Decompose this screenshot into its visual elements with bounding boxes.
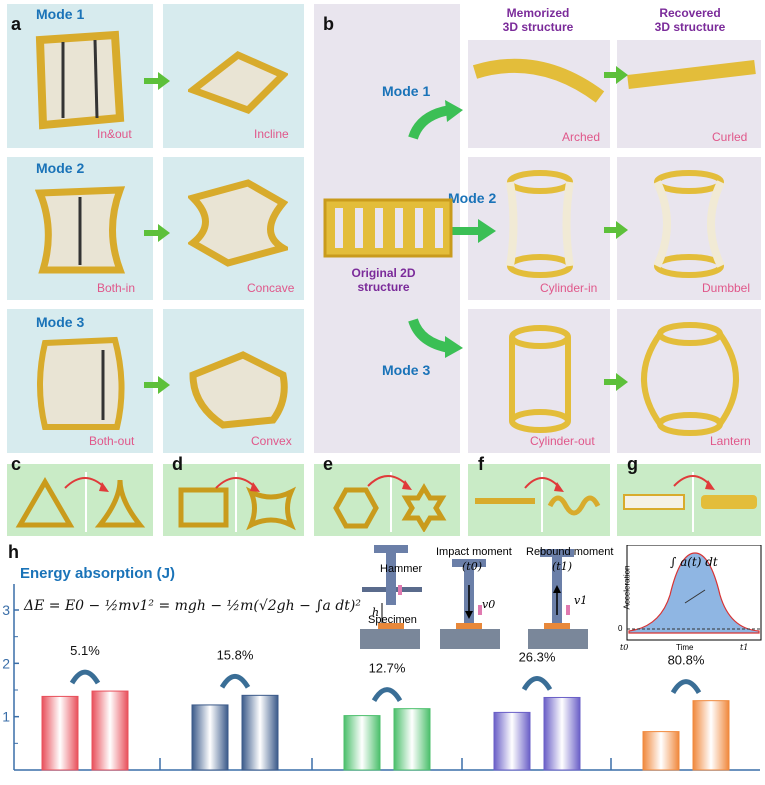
panel-label-g: g (627, 454, 638, 474)
original-2d-structure-image (323, 198, 453, 258)
curved-arrow-icon (219, 673, 251, 689)
increase-label: 15.8% (217, 647, 254, 662)
bar (91, 690, 129, 771)
increase-label: 5.1% (70, 643, 100, 658)
label-both-out: Both-out (89, 434, 135, 448)
increase-label: 26.3% (519, 649, 556, 664)
bar (241, 694, 279, 771)
panel-label-e: e (323, 454, 334, 474)
label-curled: Curled (712, 130, 748, 144)
panel-label-f: f (478, 454, 484, 474)
triangle-specimen-image (15, 472, 146, 532)
chart-y-axis-label: Energy absorption (J) (20, 565, 176, 582)
v0-label: v0 (482, 598, 496, 611)
increase-label: 80.8% (668, 653, 705, 668)
specimen-convex-image (189, 351, 288, 429)
impact-moment-label: Impact moment (436, 546, 512, 558)
bar (191, 704, 229, 771)
hammer-label: Hammer (380, 563, 423, 575)
label-cylinder-out: Cylinder-out (530, 434, 595, 448)
green-arrow-icon (604, 66, 628, 84)
specimen-label: Specimen (368, 614, 417, 626)
increase-label: 12.7% (369, 661, 406, 676)
bar (543, 696, 581, 771)
green-arrow-icon (604, 373, 628, 391)
label-in-out: In&out (97, 127, 132, 141)
curled-structure-image (627, 60, 756, 89)
label-concave: Concave (247, 281, 295, 295)
green-arrow-icon (604, 221, 628, 239)
lantern-image (641, 322, 739, 436)
bar (393, 708, 431, 771)
dumbbel-image (653, 170, 725, 278)
curved-arrow-icon (670, 679, 702, 695)
bar (692, 700, 730, 771)
bar (41, 695, 79, 771)
impact-schematic (360, 545, 588, 649)
accel-zero: 0 (618, 624, 623, 633)
bar (642, 731, 680, 771)
hexagon-specimen-image (333, 472, 447, 532)
panel-b-mode2-label: Mode 2 (448, 190, 497, 206)
panel-label-a: a (11, 14, 22, 34)
panel-b-right-row1 (617, 40, 761, 148)
y-tick-label: 2 (2, 655, 10, 671)
specimen-in-out-image (35, 30, 125, 130)
green-arrow-icon (144, 224, 170, 242)
label-dumbbel: Dumbbel (702, 281, 751, 295)
green-arrow-icon (144, 376, 170, 394)
impact-moment-time: (t0) (462, 560, 483, 573)
panel-label-c: c (11, 454, 22, 474)
panel-a-mode1-label: Mode 1 (36, 6, 85, 22)
green-arrow-icon (144, 72, 170, 90)
panel-a-mode3-label: Mode 3 (36, 314, 85, 330)
acceleration-plot (626, 545, 762, 641)
curved-arrow-icon (69, 669, 101, 685)
rebound-moment-time: (t1) (552, 560, 573, 573)
specimen-both-out-image (37, 336, 125, 430)
accel-integral: ∫ a(t) dt (670, 555, 718, 569)
energy-bar-chart: 1 2 3 5.1% 15.8% 12.7% 26.3% 80.8% (2, 584, 760, 771)
cylinder-in-image (506, 170, 574, 278)
straight-arrow-icon (450, 219, 496, 243)
specimen-incline-image (188, 50, 288, 115)
panel-label-d: d (172, 454, 183, 474)
accel-t1: t1 (740, 643, 749, 652)
curved-arrow-icon (408, 318, 463, 358)
panel-a-mode2-label: Mode 2 (36, 160, 85, 176)
strip-specimen-image (623, 472, 757, 532)
label-cylinder-in: Cylinder-in (540, 281, 598, 295)
arched-structure-image (472, 58, 605, 103)
square-specimen-image (178, 472, 297, 532)
label-lantern: Lantern (710, 434, 751, 448)
flat-specimen-image (475, 472, 601, 532)
curved-arrow-icon (521, 676, 553, 691)
cylinder-out-image (509, 325, 571, 433)
accel-x-label: Time (676, 643, 694, 652)
panel-b-mode3-label: Mode 3 (382, 362, 431, 378)
rebound-moment-label: Rebound moment (526, 546, 614, 558)
specimen-both-in-image (35, 186, 125, 274)
y-tick-label: 1 (2, 709, 10, 725)
label-both-in: Both-in (97, 281, 136, 295)
header-recovered: Recovered 3D structure (654, 6, 726, 34)
panel-label-b: b (323, 14, 334, 34)
panel-b-mode1-label: Mode 1 (382, 83, 431, 99)
label-incline: Incline (254, 127, 289, 141)
label-convex: Convex (251, 434, 292, 448)
energy-formula: ΔE = E0 − ½mv1² = mgh − ½m(√2gh − ∫a dt)… (24, 598, 362, 614)
panel-label-h: h (8, 542, 19, 562)
height-label: h (372, 606, 380, 619)
curved-arrow-icon (408, 100, 463, 140)
y-tick-label: 3 (2, 602, 10, 618)
v1-label: v1 (574, 594, 588, 607)
bar (343, 715, 381, 771)
specimen-concave-image (188, 179, 288, 267)
label-arched: Arched (562, 130, 601, 144)
accel-t0: t0 (620, 643, 629, 652)
header-memorized: Memorized 3D structure (502, 6, 574, 34)
label-original-2d: Original 2D structure (351, 266, 416, 294)
bar (493, 711, 531, 771)
curved-arrow-icon (371, 687, 403, 703)
